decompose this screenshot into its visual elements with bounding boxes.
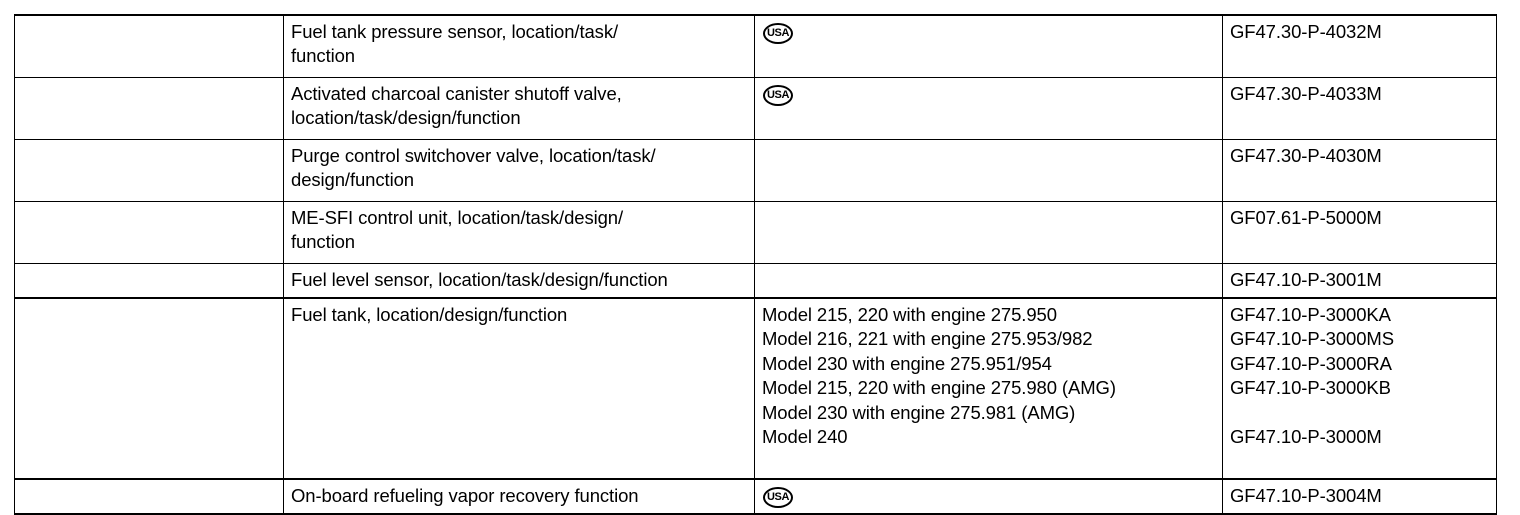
row-index-label [15,264,283,283]
variant-item: Model 215, 220 with engine 275.950 [762,303,1057,325]
market-badge-wrap: USA [755,16,1222,49]
row-index-cell [14,200,284,264]
document-number-list: GF47.10-P-3000KA GF47.10-P-3000MS GF47.1… [1223,299,1496,454]
row-title-label: Fuel level sensor, location/task/design/… [291,268,668,290]
document-page: Fuel tank pressure sensor, location/task… [14,14,1497,515]
usa-badge-icon: USA [763,23,793,44]
row-variant-cell [754,200,1223,264]
document-number-label: GF47.10-P-3000MS [1230,328,1394,350]
row-title-cell: On-board refueling vapor recovery functi… [283,477,755,515]
row-document-cell: GF47.10-P-3000KA GF47.10-P-3000MS GF47.1… [1222,296,1497,480]
row-variant-cell: Model 215, 220 with engine 275.950 Model… [754,296,1223,480]
row-title-label: Activated charcoal canister shutoff valv… [291,82,622,128]
row-index-label [15,78,283,97]
row-index-cell [14,296,284,480]
row-title-cell: Fuel tank, location/design/function [283,296,755,480]
usa-badge-icon: USA [763,84,793,106]
document-number-label: GF47.30-P-4033M [1230,82,1382,104]
document-number-label: GF07.61-P-5000M [1230,206,1382,228]
variant-item: Model 216, 221 with engine 275.953/982 [762,328,1093,350]
specification-table: Fuel tank pressure sensor, location/task… [14,14,1497,515]
row-title-label: ME-SFI control unit, location/task/desig… [291,206,624,252]
row-title-cell: ME-SFI control unit, location/task/desig… [283,200,755,264]
variant-list: Model 215, 220 with engine 275.950 Model… [755,299,1222,454]
variant-item: Model 230 with engine 275.981 (AMG) [762,401,1076,423]
document-number-label: GF47.30-P-4032M [1230,21,1382,42]
market-badge-wrap: USA [755,78,1222,111]
row-title-cell: Activated charcoal canister shutoff valv… [283,76,755,140]
variant-item: Model 230 with engine 275.951/954 [762,352,1052,374]
variant-item: Model 240 [762,425,848,447]
document-number-label: GF47.10-P-3001M [1230,268,1382,290]
document-number-label: GF47.10-P-3004M [1230,484,1382,506]
row-title-cell: Fuel level sensor, location/task/design/… [283,262,755,299]
row-title-cell: Purge control switchover valve, location… [283,138,755,202]
row-document-cell: GF47.10-P-3004M [1222,477,1497,515]
variant-item: Model 215, 220 with engine 275.980 (AMG) [762,377,1116,399]
market-badge-wrap: USA [755,480,1222,513]
document-number-label: GF47.10-P-3000KA [1230,303,1391,325]
row-variant-cell [754,138,1223,202]
row-title-label: On-board refueling vapor recovery functi… [291,484,639,506]
row-index-cell [14,76,284,140]
document-number-label: GF47.10-P-3000KB [1230,377,1391,399]
row-variant-label [755,140,1222,159]
row-index-cell [14,262,284,299]
document-number-label: GF47.10-P-3000M [1230,425,1382,447]
row-index-label [15,480,283,499]
table-row: Fuel tank pressure sensor, location/task… [14,14,1497,78]
row-document-cell: GF47.30-P-4033M [1222,76,1497,140]
table-row: Fuel tank, location/design/function Mode… [14,296,1497,480]
row-document-cell: GF47.30-P-4032M [1222,14,1497,78]
row-title-label: Fuel tank pressure sensor, location/task… [291,21,619,67]
row-title-label: Fuel tank, location/design/function [291,303,568,325]
row-index-label [15,202,283,221]
row-variant-label [755,202,1222,221]
row-index-label [15,16,283,35]
document-number-label: GF47.10-P-3000RA [1230,352,1392,374]
usa-badge-icon: USA [763,486,793,508]
table-row: Fuel level sensor, location/task/design/… [14,262,1497,299]
row-document-cell: GF07.61-P-5000M [1222,200,1497,264]
table-row: On-board refueling vapor recovery functi… [14,477,1497,515]
table-row: Activated charcoal canister shutoff valv… [14,76,1497,140]
row-variant-cell: USA [754,76,1223,140]
row-variant-label [755,264,1222,283]
row-document-cell: GF47.30-P-4030M [1222,138,1497,202]
row-index-cell [14,477,284,515]
row-title-label: Purge control switchover valve, location… [291,144,656,190]
table-row: Purge control switchover valve, location… [14,138,1497,202]
row-document-cell: GF47.10-P-3001M [1222,262,1497,299]
row-variant-cell [754,262,1223,299]
table-row: ME-SFI control unit, location/task/desig… [14,200,1497,264]
document-number-spacer [1230,401,1490,425]
row-index-label [15,299,283,318]
row-variant-cell: USA [754,14,1223,78]
row-title-cell: Fuel tank pressure sensor, location/task… [283,14,755,78]
row-index-cell [14,138,284,202]
document-number-label: GF47.30-P-4030M [1230,144,1382,166]
row-variant-cell: USA [754,477,1223,515]
row-index-label [15,140,283,159]
row-index-cell [14,14,284,78]
